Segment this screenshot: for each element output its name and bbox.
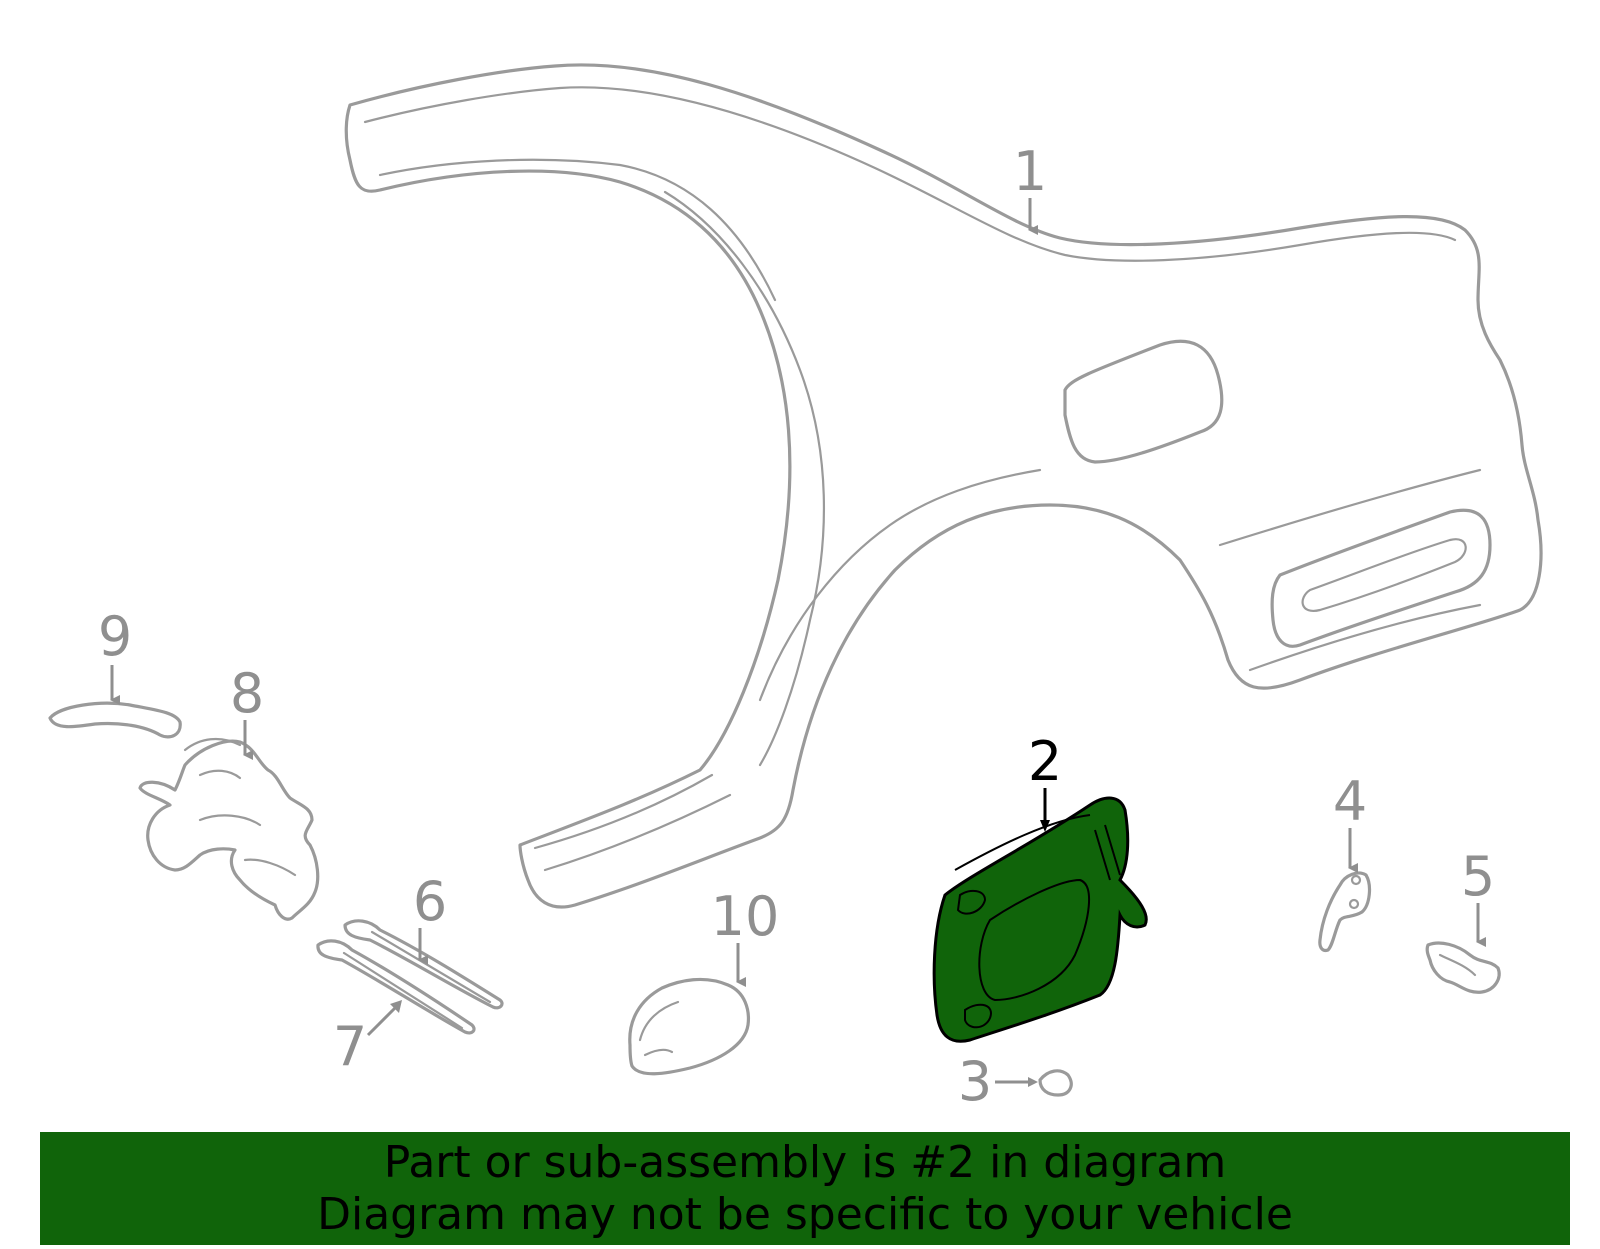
callout-7-label: 7 [333,1015,367,1078]
callout-2: 2 [1028,730,1062,832]
callout-9-label: 9 [98,605,132,668]
callout-5-label: 5 [1461,845,1495,908]
callout-7: 7 [333,1000,402,1078]
info-banner: Part or sub-assembly is #2 in diagram Di… [40,1132,1570,1245]
rod-part-6 [343,919,504,1010]
quarter-panel-part-1 [344,63,1543,909]
housing-part-8 [138,737,320,921]
callout-2-arrowhead [1040,820,1050,832]
callout-8-label: 8 [230,662,264,725]
callout-3: 3 [958,1050,1038,1113]
callout-7-arrowhead [390,1000,402,1013]
callout-10: 10 [711,885,780,987]
callout-9: 9 [98,605,132,705]
fuel-door-part-2 [932,796,1148,1043]
actuator-part-5 [1425,941,1501,994]
cover-part-10 [628,977,751,1076]
callout-10-label: 10 [711,885,780,948]
callout-1: 1 [1013,140,1047,235]
callout-8: 8 [230,662,264,760]
callout-3-label: 3 [958,1050,992,1113]
seal-part-9 [48,701,182,739]
rod-part-7 [316,939,476,1035]
bumper-part-3 [1038,1069,1073,1097]
callout-4: 4 [1333,770,1367,873]
callout-6: 6 [413,870,447,965]
callout-7-arrow [366,1006,397,1037]
callout-1-label: 1 [1013,140,1047,203]
callout-5: 5 [1461,845,1495,947]
callout-3-arrowhead [1028,1077,1038,1087]
banner-line-part-number: Part or sub-assembly is #2 in diagram [383,1136,1227,1188]
callout-4-label: 4 [1333,770,1367,833]
callout-2-label: 2 [1028,730,1062,793]
callout-6-label: 6 [413,870,447,933]
hinge-part-4 [1318,871,1372,953]
banner-line-disclaimer: Diagram may not be specific to your vehi… [317,1188,1293,1240]
